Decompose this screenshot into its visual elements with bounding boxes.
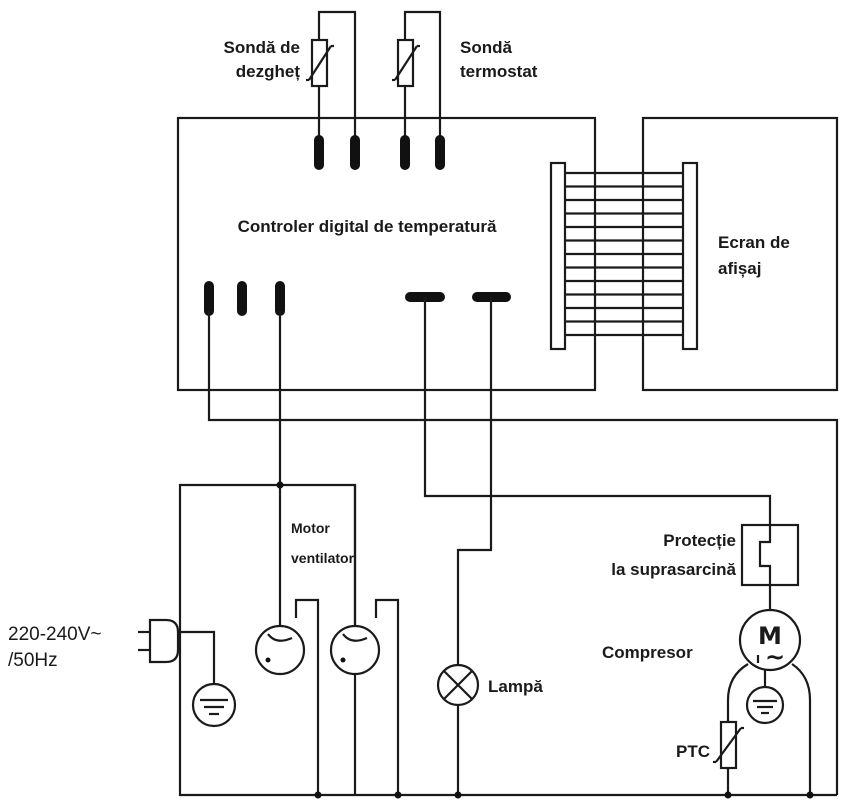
ground-icon: [191, 682, 237, 728]
thermostat-probe-label-2: termostat: [460, 62, 538, 81]
thermostat-probe-label-1: Sondă: [460, 38, 512, 57]
overload-protector-icon: [740, 523, 800, 587]
power-label-1: 220-240V~: [8, 624, 102, 645]
ptc-label: PTC: [676, 742, 710, 761]
thermostat-probe: [392, 10, 442, 140]
compressor-motor-icon: M ~: [738, 608, 802, 672]
fan-motor-label-2: ventilator: [291, 550, 355, 566]
motor-ac-symbol: ~: [765, 643, 785, 671]
defrost-probe-label-1: Sondă de: [223, 38, 300, 57]
power-label-2: /50Hz: [8, 650, 58, 671]
overload-label-2: la suprasarcină: [611, 560, 736, 579]
ptc-icon: [713, 720, 744, 770]
lamp-icon: [436, 663, 480, 707]
motor-symbol: M: [758, 622, 782, 650]
display-label-2: afișaj: [718, 259, 761, 278]
controller-box: [176, 116, 597, 392]
fan-motor-2-icon: [329, 624, 381, 676]
display-connector: [549, 161, 699, 351]
defrost-probe: [306, 10, 357, 140]
probe-terminals: [314, 135, 445, 170]
controller-label: Controler digital de temperatură: [238, 217, 497, 236]
compressor-ground-icon: [745, 685, 785, 725]
fan-motor-1-icon: [254, 624, 306, 676]
power-plug-icon: [138, 618, 180, 664]
lamp-label: Lampă: [488, 677, 543, 696]
compressor-label: Compresor: [602, 643, 693, 662]
junction-dots: [276, 481, 814, 799]
overload-label-1: Protecție: [663, 531, 736, 550]
defrost-probe-label-2: dezgheț: [236, 62, 301, 81]
display-label-1: Ecran de: [718, 233, 790, 252]
fan-motor-label-1: Motor: [291, 520, 330, 536]
